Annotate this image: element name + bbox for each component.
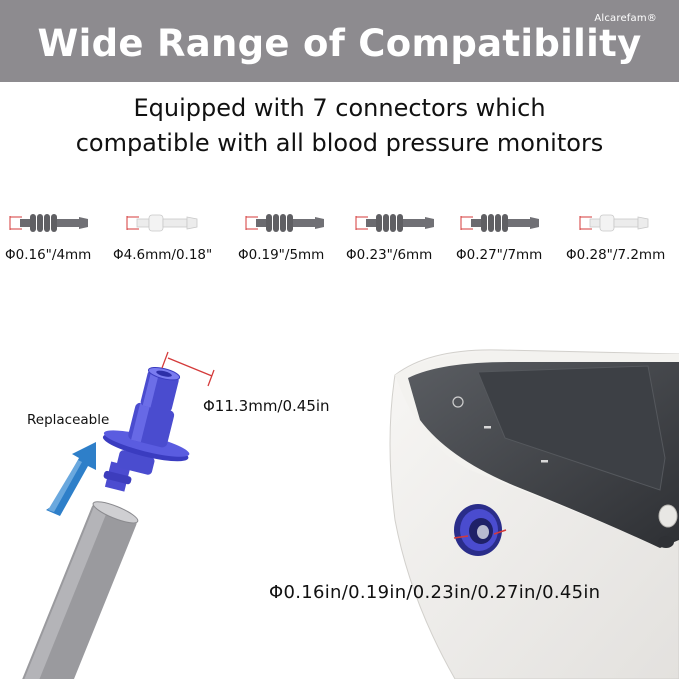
brand-logo: Alcarefam® [594, 13, 657, 24]
connector-white-7.2mm-icon [579, 214, 649, 232]
replaceable-label: Replaceable [27, 412, 110, 428]
connector-label-7.2mm: Φ0.28"/7.2mm [566, 247, 666, 263]
insert-arrow-icon [46, 442, 96, 516]
connector-gray-7mm-icon [460, 214, 539, 232]
connector-gray-5mm-icon [245, 214, 324, 232]
title-banner [0, 0, 679, 82]
connector-gray-4mm-icon [9, 214, 88, 232]
connector-label-5mm: Φ0.19"/5mm [238, 247, 325, 263]
air-tube-icon [20, 501, 139, 679]
dimension-marker-icon [161, 351, 215, 387]
connector-dimension-label: Φ11.3mm/0.45in [203, 397, 330, 415]
subtitle-line-1: Equipped with 7 connectors which [133, 94, 546, 122]
heart-logo-icon [452, 396, 464, 408]
monitor-button-icon [658, 536, 674, 548]
connector-gray-6mm-icon [355, 214, 434, 232]
connector-label-7mm: Φ0.27"/7mm [456, 247, 543, 263]
monitor-button-icon [658, 504, 678, 528]
page-title: Wide Range of Compatibility [37, 22, 642, 65]
port-sizes-label: Φ0.16in/0.19in/0.23in/0.27in/0.45in [269, 582, 601, 603]
blue-connector-icon [102, 367, 190, 492]
connector-label-4mm: Φ0.16"/4mm [5, 247, 92, 263]
connector-label-6mm: Φ0.23"/6mm [346, 247, 433, 263]
subtitle-line-2: compatible with all blood pressure monit… [75, 129, 604, 157]
connector-white-4.6mm-icon [126, 214, 198, 232]
connector-label-4.6mm: Φ4.6mm/0.18" [113, 247, 213, 263]
air-port-icon [453, 504, 507, 556]
